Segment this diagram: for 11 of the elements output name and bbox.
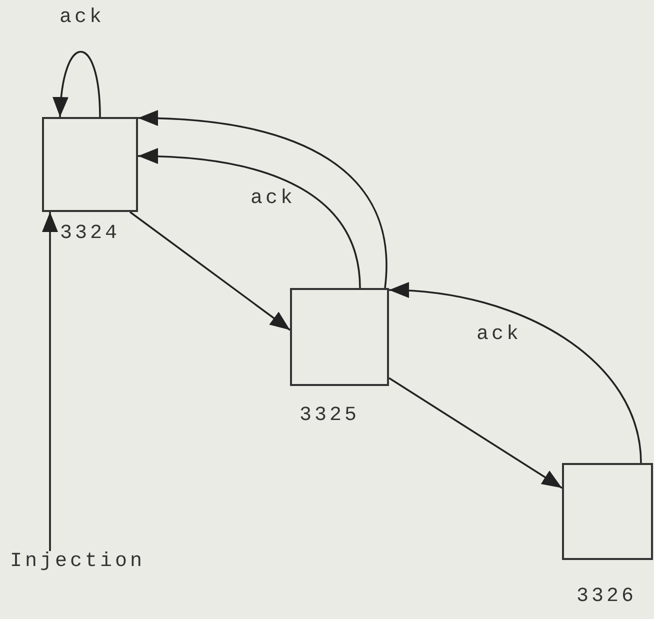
arrow <box>129 211 291 331</box>
arrow <box>53 51 101 118</box>
arrow <box>42 212 58 551</box>
node-label: 3325 <box>300 405 360 427</box>
node-label: 3326 <box>576 586 636 608</box>
node-label: Injection <box>10 551 146 573</box>
arrow <box>388 377 562 489</box>
arrow <box>138 148 361 288</box>
arrow <box>138 110 388 288</box>
node-label: 3324 <box>60 223 120 245</box>
arrow <box>388 282 642 464</box>
